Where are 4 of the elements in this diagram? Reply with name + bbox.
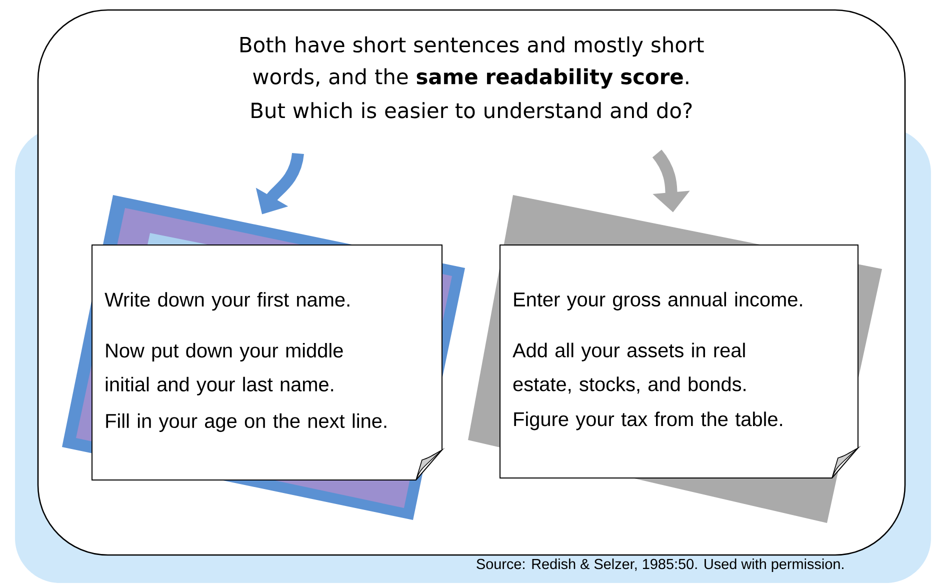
- source-note: Source: Redish & Selzer, 1985:50. Used with permission.: [476, 558, 844, 572]
- note-card: Write down your first name. Now put down your middle initial and your last name. Fill in your age on the next line.: [92, 244, 442, 480]
- note-card: Enter your gross annual income. Add all your assets in real estate, stocks, and bonds. Figure your tax from the table.: [500, 244, 858, 478]
- heading-text: Both have short sentences and mostly short words, and the same readability score. But which is easier to understand and do?: [240, 36, 704, 118]
